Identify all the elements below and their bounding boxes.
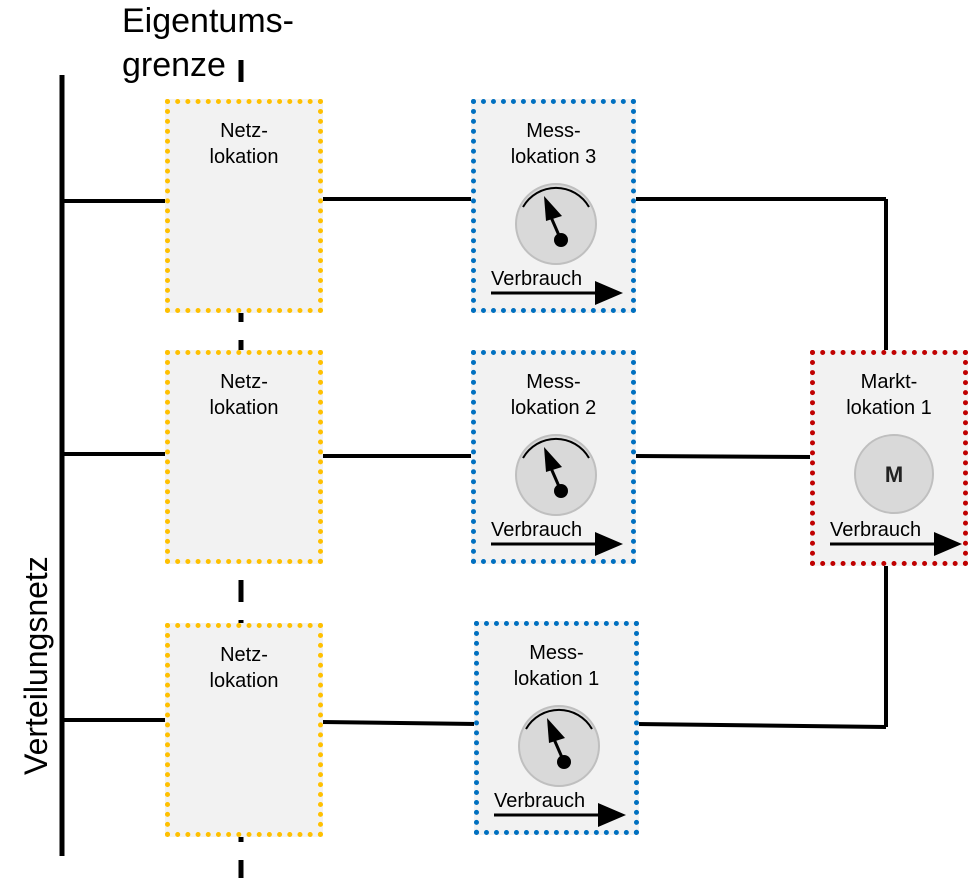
ownership-boundary-label-line2: grenze <box>122 46 226 84</box>
consumption-label: Verbrauch <box>491 268 583 290</box>
netzlokation-label-line1: Netz- <box>220 120 268 142</box>
m-symbol-label: M <box>884 462 904 487</box>
link-mess2-markt <box>631 454 813 459</box>
messlokation-3-label-line2: lokation 3 <box>510 146 597 168</box>
netzlokation-label-line2: lokation <box>209 670 279 692</box>
messlokation-1-label-line1: Mess- <box>529 642 584 664</box>
link-mess1-markt <box>635 722 887 729</box>
marktlokation-1-label-line2: lokation 1 <box>846 397 932 419</box>
messlokation-3-label-line1: Mess- <box>526 120 581 142</box>
gauge-meter-icon <box>515 183 597 265</box>
m-circle-icon <box>854 434 934 514</box>
marktlokation-1-label-line1: Markt- <box>860 371 918 393</box>
ownership-boundary-label-line1: Eigentums- <box>122 2 294 40</box>
marktlokation-1-box: Markt- lokation 1 M Verbrauch <box>810 350 968 566</box>
netzlokation-box: Netz- lokation <box>165 99 323 313</box>
distribution-network-label: Verteilungsnetz <box>18 556 54 775</box>
consumption-label: Verbrauch <box>491 519 583 541</box>
link-netz-mess-1 <box>321 720 478 726</box>
netzlokation-label-line2: lokation <box>209 146 279 168</box>
netzlokation-label-line1: Netz- <box>220 644 268 666</box>
netzlokation-box: Netz- lokation <box>165 350 323 564</box>
arrow-right-icon <box>491 532 623 556</box>
consumption-label: Verbrauch <box>830 519 922 541</box>
messlokation-2-label-line2: lokation 2 <box>510 397 597 419</box>
gauge-meter-icon <box>515 434 597 516</box>
netzlokation-box: Netz- lokation <box>165 623 323 837</box>
arrow-right-icon <box>491 281 623 305</box>
messlokation-2-box: Mess- lokation 2 Verbrauch <box>471 350 636 564</box>
netzlokation-label-line2: lokation <box>209 397 279 419</box>
arrow-right-icon <box>830 532 962 556</box>
gauge-meter-icon <box>518 705 600 787</box>
messlokation-1-box: Mess- lokation 1 Verbrauch <box>474 621 639 835</box>
consumption-label: Verbrauch <box>494 790 586 812</box>
messlokation-1-label-line2: lokation 1 <box>513 668 600 690</box>
netzlokation-label-line1: Netz- <box>220 371 268 393</box>
messlokation-3-box: Mess- lokation 3 Verbrauch <box>471 99 636 313</box>
arrow-right-icon <box>494 803 626 827</box>
messlokation-2-label-line1: Mess- <box>526 371 581 393</box>
